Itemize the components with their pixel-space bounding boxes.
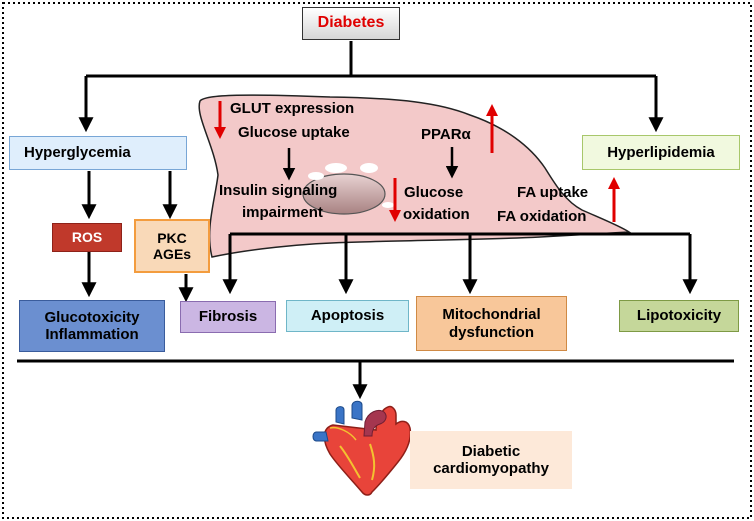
fa-oxidation-label: FA oxidation <box>497 208 587 225</box>
hyperlipidemia-box: Hyperlipidemia <box>582 135 740 170</box>
fibrosis-box: Fibrosis <box>180 301 276 333</box>
outcome-label-2: cardiomyopathy <box>433 460 549 477</box>
lipotoxicity-label: Lipotoxicity <box>636 307 722 325</box>
ros-label: ROS <box>71 229 103 246</box>
glucotoxicity-label: Glucotoxicity <box>44 308 140 326</box>
vesicle <box>308 172 324 180</box>
vesicle <box>325 163 347 173</box>
lipotoxicity-box: Lipotoxicity <box>619 300 739 332</box>
ages-label: AGEs <box>152 246 192 262</box>
nucleus <box>302 173 386 215</box>
diabetes-title: Diabetes <box>317 14 385 32</box>
outcome-box: Diabetic cardiomyopathy <box>410 431 572 489</box>
mitochondrial-box: Mitochondrial dysfunction <box>416 296 567 351</box>
outcome-label-1: Diabetic <box>461 442 521 460</box>
inflammation-label: Inflammation <box>45 326 139 343</box>
mitochondrial-label: Mitochondrial <box>442 306 541 324</box>
hyperglycemia-box: Hyperglycemia <box>9 136 187 170</box>
hyperglycemia-label: Hyperglycemia <box>24 144 131 162</box>
hyperlipidemia-label: Hyperlipidemia <box>607 143 715 161</box>
pkc-ages-box: PKC AGEs <box>134 219 210 273</box>
dysfunction-label: dysfunction <box>449 323 534 341</box>
oxidation-label: oxidation <box>403 206 470 223</box>
insulin-signaling-label: Insulin signaling <box>219 182 338 199</box>
glut-expression-label: GLUT expression <box>230 100 355 117</box>
glucose-uptake-label: Glucose uptake <box>238 124 350 141</box>
glucose-label: Glucose <box>404 184 464 201</box>
fibrosis-label: Fibrosis <box>198 308 258 326</box>
apoptosis-label: Apoptosis <box>310 307 385 325</box>
impairment-label: impairment <box>242 204 323 221</box>
pkc-label: PKC <box>157 229 187 246</box>
glucotoxicity-box: Glucotoxicity Inflammation <box>19 300 165 352</box>
fa-uptake-label: FA uptake <box>517 184 589 201</box>
vesicle <box>360 163 378 173</box>
apoptosis-box: Apoptosis <box>286 300 409 332</box>
heart-icon <box>312 400 412 496</box>
ppar-label: PPARα <box>421 126 471 143</box>
ros-box: ROS <box>52 223 122 252</box>
vesicle <box>382 202 394 208</box>
diabetes-title-box: Diabetes <box>302 7 400 40</box>
